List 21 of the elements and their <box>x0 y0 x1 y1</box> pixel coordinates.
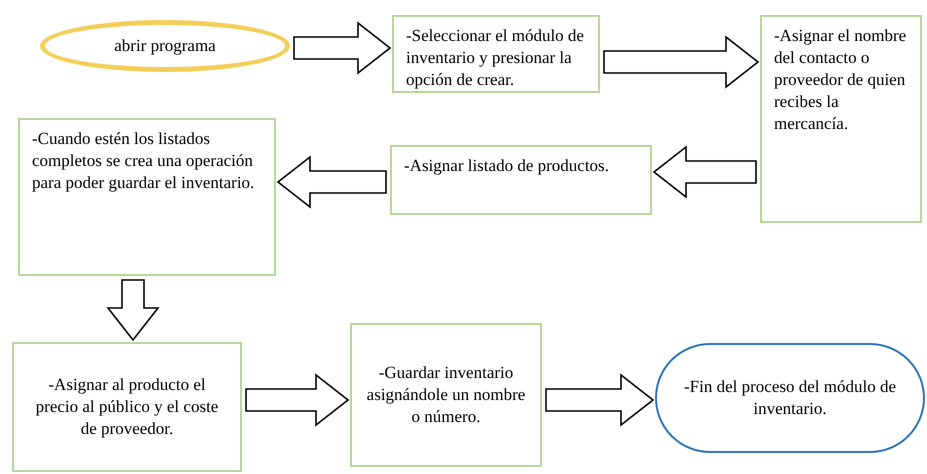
step-text: -Guardar inventario asignándole un nombre o número. <box>366 362 526 428</box>
step-text: -Asignar listado de productos. <box>404 155 609 177</box>
step-text: abrir programa <box>113 34 217 57</box>
block-arrow <box>652 145 757 199</box>
process-box <box>392 15 600 93</box>
step-text: -Asignar al producto el precio al público y el coste de proveedor. <box>34 374 220 440</box>
block-arrow <box>276 155 387 209</box>
block-arrow <box>293 21 392 75</box>
step-text: -Fin del proceso del módulo de inventario. <box>683 376 897 420</box>
process-box <box>12 342 242 472</box>
step-text: -Asignar el nombre del contacto o proveedor de quien recibes la mercancía. <box>774 25 908 136</box>
step-text: -Seleccionar el módulo de inventario y presionar la opción de crear. <box>406 25 585 92</box>
step-text: -Cuando estén los listados completos se crea una operación para poder guardar el inventario. <box>32 128 256 194</box>
block-arrow <box>545 373 654 427</box>
process-box <box>350 323 542 467</box>
process-box <box>390 145 652 215</box>
process-box <box>18 118 276 276</box>
block-arrow <box>106 279 160 342</box>
block-arrow <box>603 35 760 89</box>
block-arrow <box>245 373 350 427</box>
process-box <box>760 15 922 223</box>
